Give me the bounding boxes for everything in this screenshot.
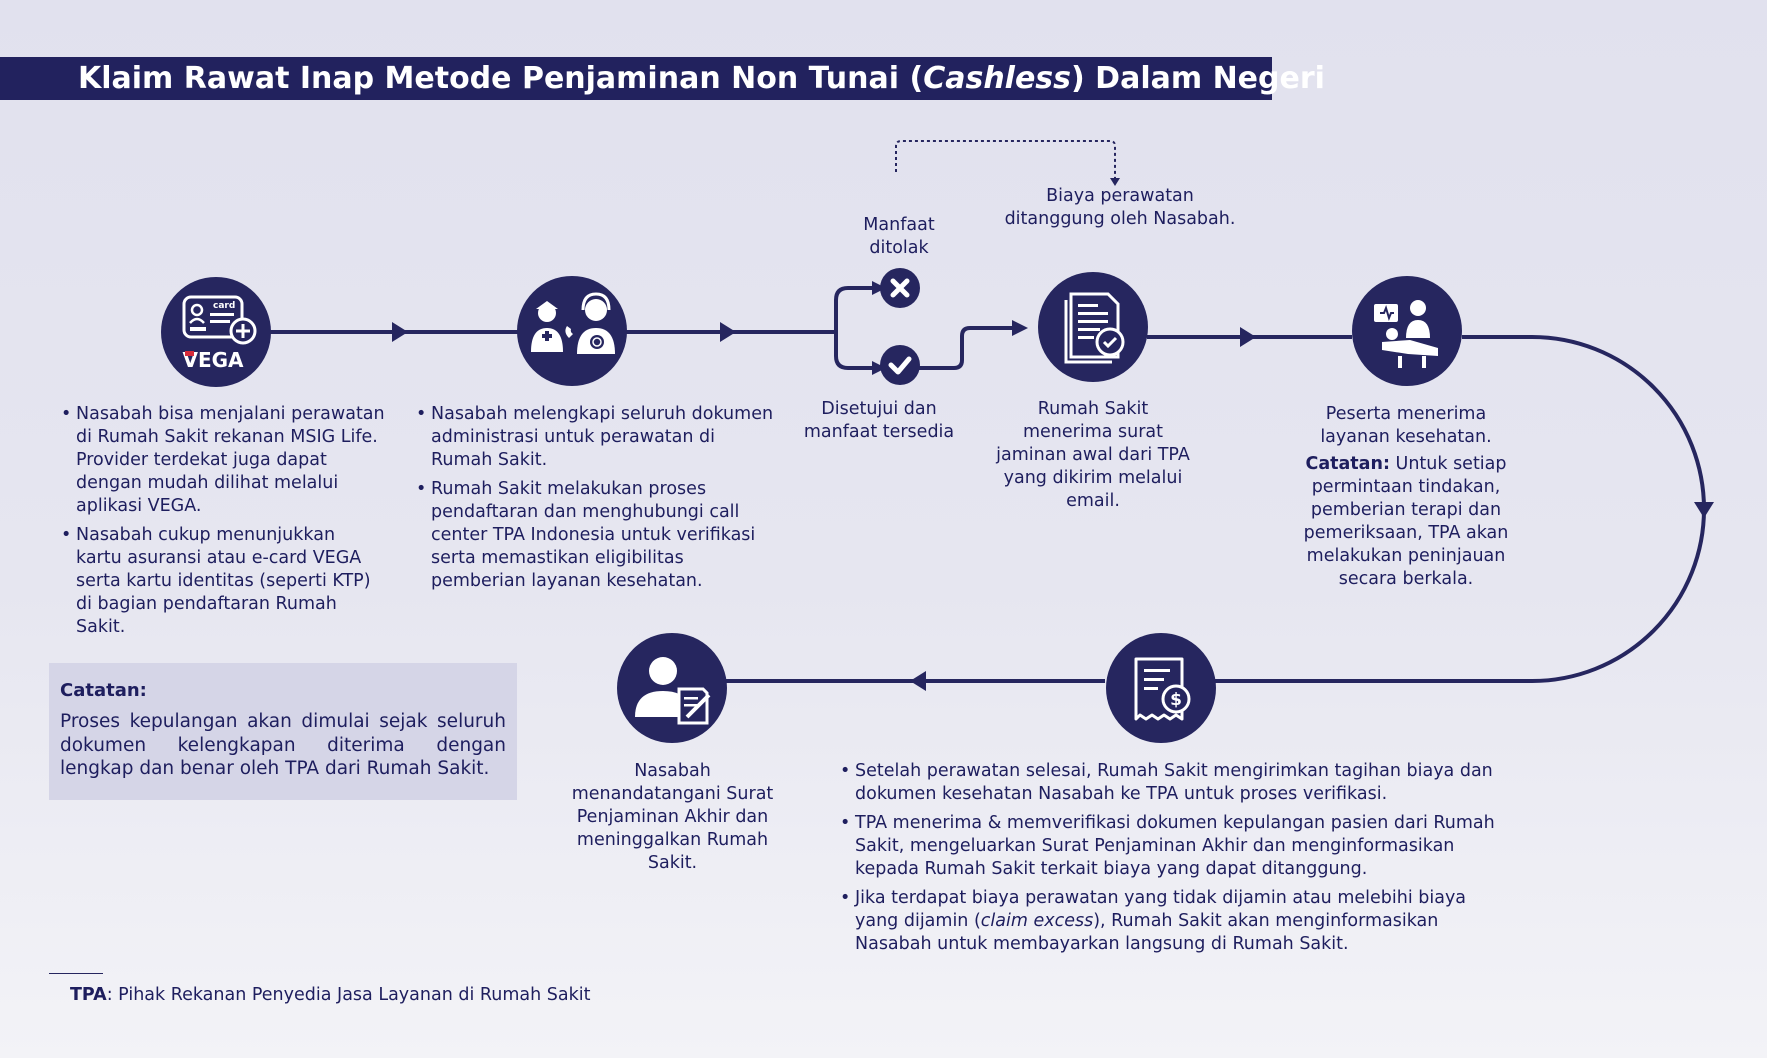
card-label: card <box>213 301 235 311</box>
step-discharge-text: Nasabah menandatangani Surat Penjaminan … <box>571 761 774 873</box>
note-title: Catatan: <box>60 680 147 701</box>
borne-by-customer-label: Biaya perawatan ditanggung oleh Nasabah. <box>1004 186 1236 229</box>
svg-text:$: $ <box>1170 690 1182 710</box>
footer-definition: TPA: Pihak Rekanan Penyedia Jasa Layanan… <box>70 984 590 1006</box>
list-item: Rumah Sakit melakukan proses pendaftaran… <box>416 478 774 593</box>
invoice-dollar-icon: $ <box>1106 633 1216 743</box>
note-label: Catatan: <box>1305 454 1390 474</box>
step-registration-text: Nasabah melengkapi seluruh dokumen admin… <box>416 403 774 599</box>
person-signing-icon <box>617 633 727 743</box>
arrowhead <box>872 281 886 295</box>
note-box: Catatan: Proses kepulangan akan dimulai … <box>49 663 517 800</box>
step-guarantee-text: Rumah Sakit menerima surat jaminan awal … <box>996 399 1190 511</box>
arrowhead <box>392 322 408 342</box>
list-item-italic: claim excess <box>980 911 1094 931</box>
arrowhead <box>910 671 926 691</box>
arrowhead <box>1694 502 1714 518</box>
list-item: Nasabah bisa menjalani perawatan di Ruma… <box>61 403 386 518</box>
approved-label: Disetujui dan manfaat tersedia <box>803 399 955 442</box>
list-item: Jika terdapat biaya perawatan yang tidak… <box>840 887 1500 956</box>
arrowhead <box>872 361 886 375</box>
check-circle-icon <box>880 345 920 385</box>
document-approval-icon <box>1038 272 1148 382</box>
arrowhead <box>1240 327 1256 347</box>
rejected-label: Manfaat ditolak <box>863 215 935 258</box>
branch-connector <box>834 286 874 370</box>
step-treatment-note: Catatan: Untuk setiap permintaan tindaka… <box>1303 453 1509 591</box>
arrowhead <box>1110 178 1120 186</box>
list-item: Setelah perawatan selesai, Rumah Sakit m… <box>840 760 1500 806</box>
x-circle-icon <box>880 268 920 308</box>
title-bar: Klaim Rawat Inap Metode Penjaminan Non T… <box>0 57 1325 100</box>
list-item: Nasabah cukup menunjukkan kartu asuransi… <box>61 524 386 639</box>
list-item: TPA menerima & memverifikasi dokumen kep… <box>840 812 1500 881</box>
step-billing-text: Setelah perawatan selesai, Rumah Sakit m… <box>840 760 1500 962</box>
list-item-text: TPA menerima & memverifikasi dokumen kep… <box>855 813 1495 879</box>
nurse-call-center-icon <box>517 276 627 386</box>
list-item-text: Jika terdapat biaya perawatan yang tidak… <box>855 888 1467 931</box>
step-vega-text: Nasabah bisa menjalani perawatan di Ruma… <box>61 403 386 645</box>
footer-text: : Pihak Rekanan Penyedia Jasa Layanan di… <box>106 985 591 1005</box>
note-text: Untuk setiap permintaan tindakan, pember… <box>1303 454 1509 589</box>
list-item: Nasabah melengkapi seluruh dokumen admin… <box>416 403 774 472</box>
rejected-dotted-connector <box>895 140 1116 178</box>
page-title: Klaim Rawat Inap Metode Penjaminan Non T… <box>78 62 1325 95</box>
arrowhead <box>1012 320 1028 336</box>
list-item-text: ), Rumah Sakit akan menginformasikan Nas… <box>855 911 1439 954</box>
vega-card-icon: card VEGA <box>161 277 271 387</box>
approved-connector <box>918 326 1016 370</box>
arrowhead <box>720 322 736 342</box>
title-part-end: ) Dalam Negeri <box>1071 61 1325 96</box>
note-body: Proses kepulangan akan dimulai sejak sel… <box>60 711 506 779</box>
footer-divider <box>49 973 103 974</box>
title-italic: Cashless <box>923 61 1072 96</box>
step-treatment-text: Peserta menerima layanan kesehatan. <box>1320 404 1492 447</box>
doctor-patient-icon <box>1352 276 1462 386</box>
title-part: Klaim Rawat Inap Metode Penjaminan Non T… <box>78 61 924 96</box>
footer-term: TPA <box>70 985 107 1005</box>
